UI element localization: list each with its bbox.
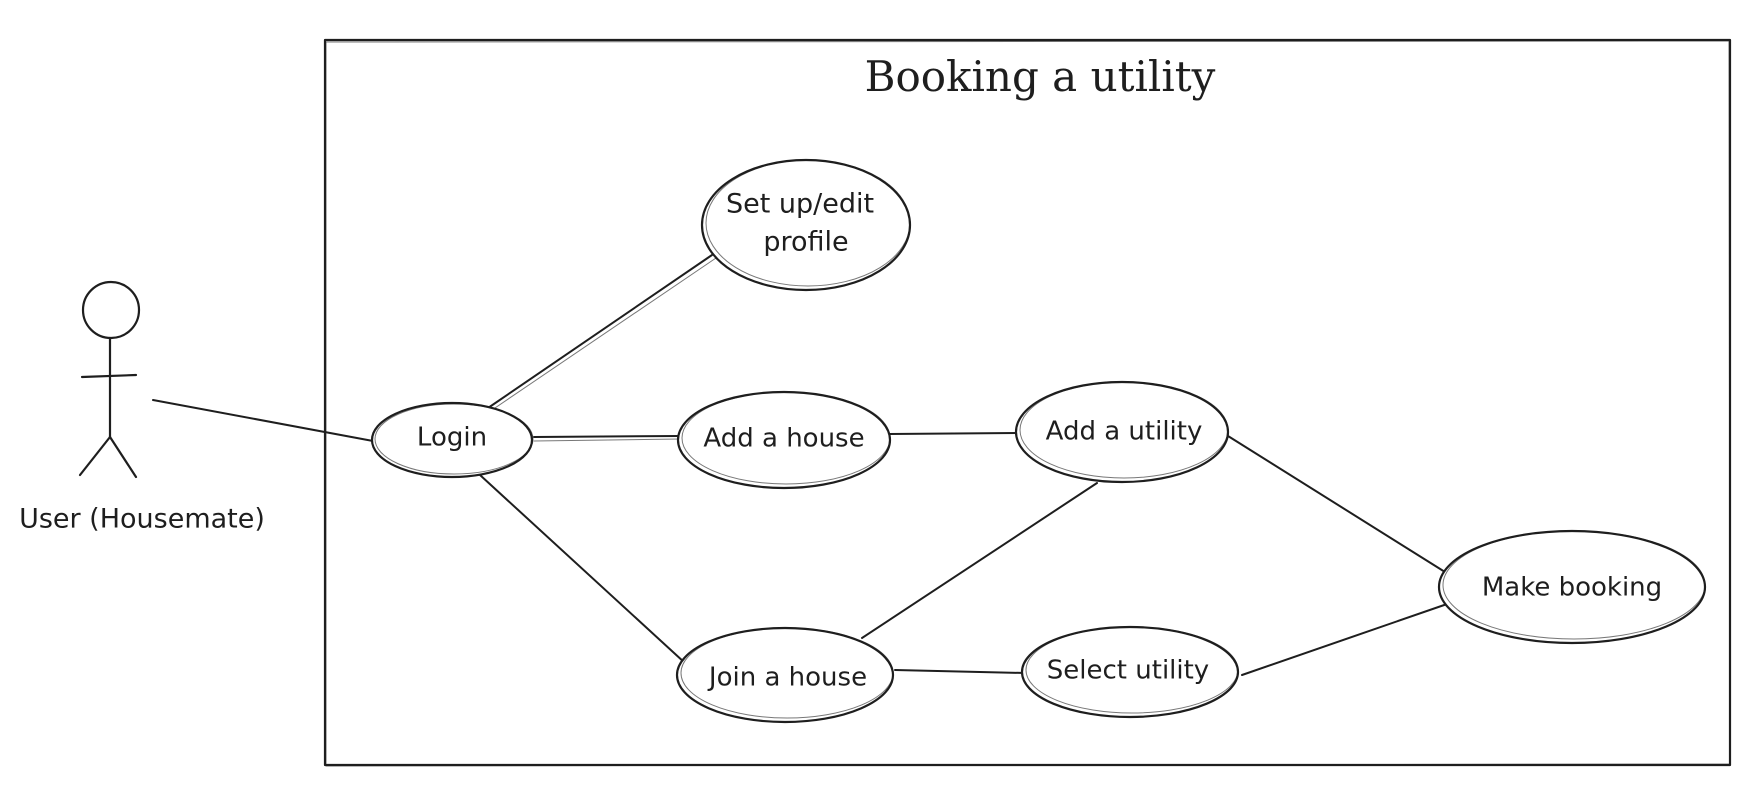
- use-case-add-utility: Add a utility: [1014, 380, 1230, 484]
- use-case-make-booking: Make booking: [1437, 529, 1707, 645]
- actor-user-housemate: User (Housemate): [19, 280, 265, 535]
- use-case-join-house: Join a house: [675, 626, 895, 724]
- actor-label: User (Housemate): [19, 504, 265, 535]
- association-join-house-select-utility: [894, 669, 1026, 674]
- use-case-label-line2: profile: [763, 227, 848, 258]
- association-login-add-house-echo: [533, 438, 681, 442]
- use-case-add-house: Add a house: [676, 390, 892, 490]
- association-login-setup-profile: [487, 254, 713, 409]
- diagram-title: Booking a utility: [865, 52, 1216, 101]
- use-case-label: Make booking: [1482, 573, 1662, 603]
- use-case-label: Add a utility: [1046, 417, 1203, 447]
- association-select-utility-make-booking: [1241, 602, 1451, 676]
- association-add-house-add-utility: [887, 432, 1021, 435]
- use-case-select-utility: Select utility: [1020, 625, 1240, 719]
- system-boundary: [323, 38, 1732, 767]
- use-case-label-line1: Set up/edit: [726, 189, 874, 220]
- use-case-label: Login: [417, 423, 487, 453]
- association-add-utility-make-booking: [1227, 435, 1446, 573]
- association-login-setup-profile-echo: [491, 257, 717, 411]
- association-actor-login: [152, 399, 374, 442]
- use-case-label: Add a house: [703, 424, 864, 454]
- use-case-label: Join a house: [707, 663, 867, 693]
- associations: [152, 254, 1451, 676]
- association-login-add-house: [533, 435, 681, 438]
- use-case-setup-profile: Set up/edit profile: [700, 158, 912, 292]
- use-case-label: Select utility: [1047, 656, 1209, 686]
- association-join-house-add-utility: [861, 482, 1098, 639]
- use-case-login: Login: [370, 401, 534, 479]
- association-login-join-house: [479, 474, 686, 664]
- actor-stick-figure-icon: [78, 280, 141, 479]
